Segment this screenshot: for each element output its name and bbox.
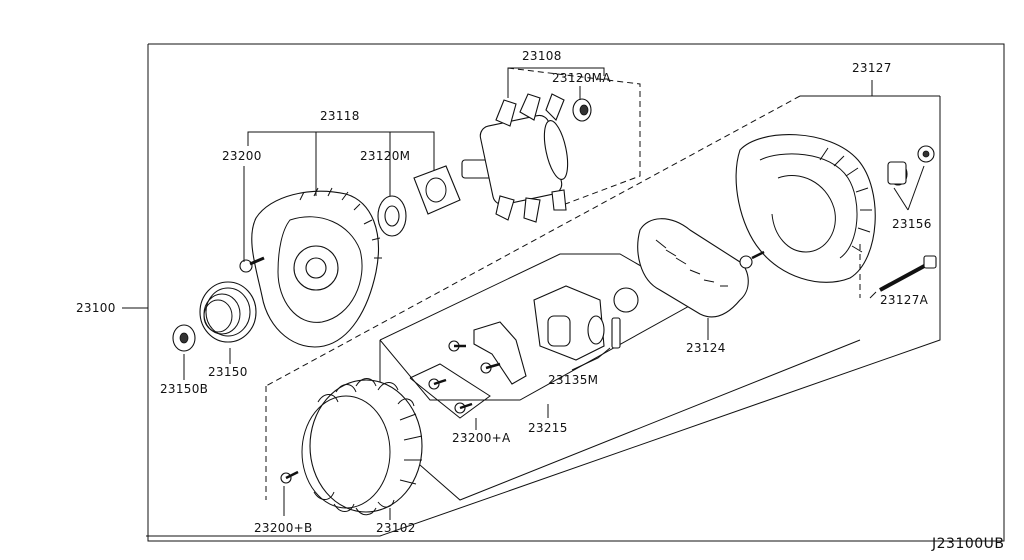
label-stator: 23102 — [376, 521, 416, 535]
stator — [301, 378, 423, 516]
label-front-screw: 23200 — [222, 149, 262, 163]
rear-cover — [735, 134, 935, 283]
label-rear-bolt: 23127A — [880, 293, 929, 307]
diagram-frame — [147, 43, 1005, 542]
label-pulley: 23150 — [208, 365, 248, 379]
front-housing — [251, 165, 461, 348]
screw-a-box — [409, 363, 491, 419]
leader-lines — [122, 67, 925, 520]
label-rectifier: 23124 — [686, 341, 726, 355]
label-rotor: 23108 — [522, 49, 562, 63]
pulley-nut — [172, 324, 196, 352]
pulley — [199, 281, 257, 343]
screw-b — [280, 470, 299, 484]
label-screw-b: 23200+B — [254, 521, 313, 535]
label-rear-bushing: 23156 — [892, 217, 932, 231]
front-screw — [239, 256, 265, 273]
screw-set-a — [428, 378, 473, 414]
label-assembly: 23100 — [76, 301, 116, 315]
label-regulator: 23215 — [528, 421, 568, 435]
label-screw-a: 23200+A — [452, 431, 511, 445]
rear-group-dash — [265, 95, 801, 387]
label-rear-cover: 23127 — [852, 61, 892, 75]
regulator — [448, 285, 639, 385]
label-front-bearing: 23120M — [360, 149, 410, 163]
rear-bolt — [879, 255, 937, 292]
rear-group-outline — [146, 96, 941, 537]
figure-id: J23100UB — [931, 536, 1005, 552]
label-rotor-bearing: 23120MA — [552, 71, 611, 85]
label-brush-kit: 23135M — [548, 373, 598, 387]
rotor — [461, 93, 592, 223]
label-front-housing: 23118 — [320, 109, 360, 123]
regulator-lower-outline — [379, 339, 861, 501]
rectifier — [637, 218, 765, 318]
label-pulley-nut: 23150B — [160, 382, 208, 396]
